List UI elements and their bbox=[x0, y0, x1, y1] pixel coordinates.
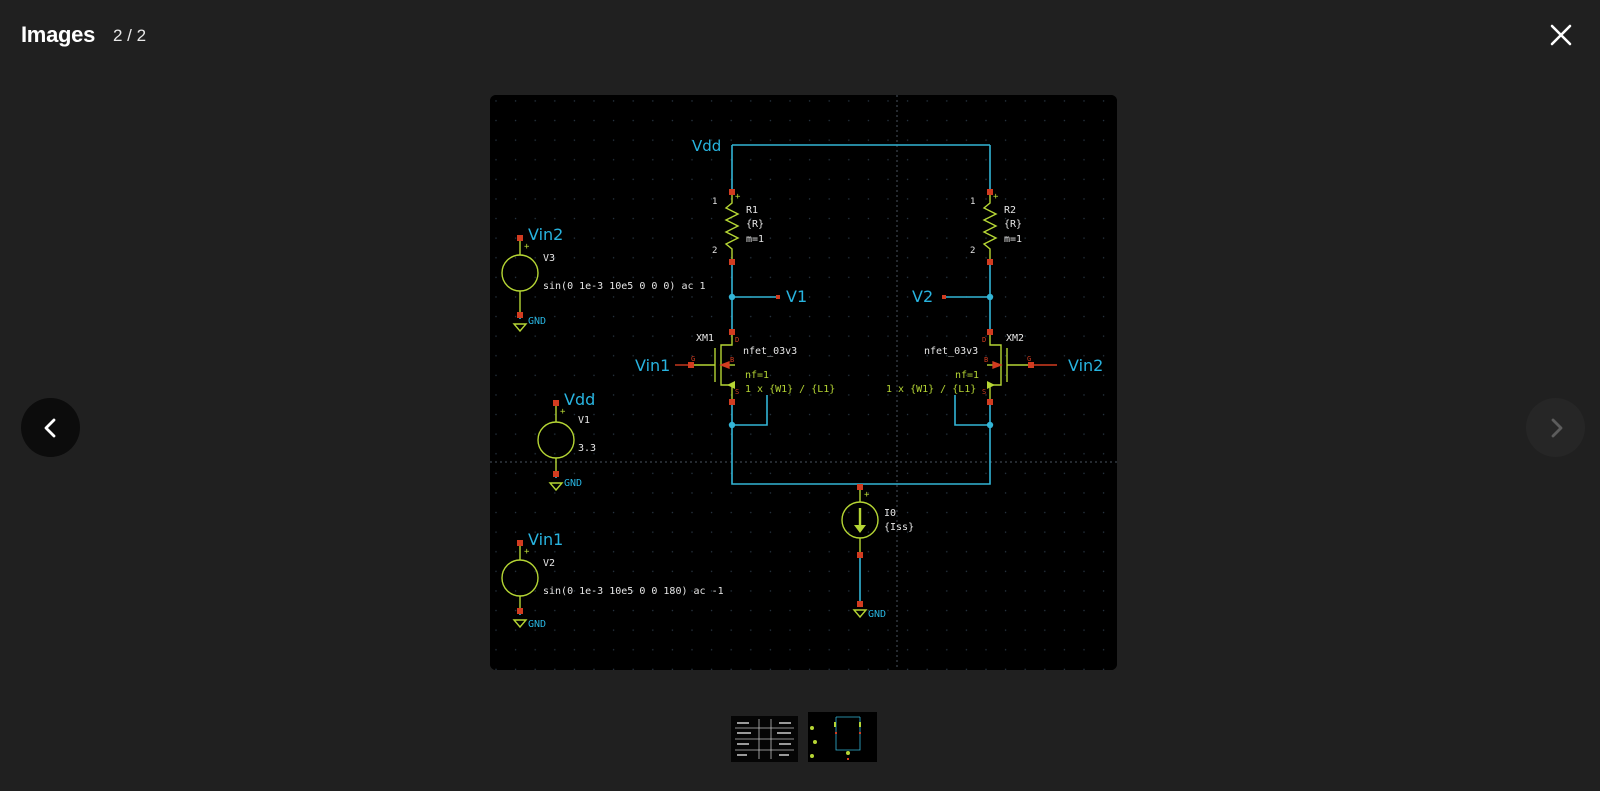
svg-text:+: + bbox=[524, 242, 530, 252]
label-vdd-source: Vdd bbox=[564, 390, 595, 409]
svg-text:+: + bbox=[735, 192, 741, 202]
label-vin2-source: Vin2 bbox=[528, 225, 563, 244]
svg-text:2: 2 bbox=[712, 246, 717, 256]
svg-text:G: G bbox=[691, 355, 695, 363]
svg-text:1 x {W1} / {L1}: 1 x {W1} / {L1} bbox=[745, 384, 835, 395]
image-counter: 2 / 2 bbox=[113, 26, 147, 45]
svg-text:2: 2 bbox=[970, 246, 975, 256]
svg-text:1: 1 bbox=[712, 197, 717, 207]
svg-text:nfet_03v3: nfet_03v3 bbox=[743, 346, 797, 357]
junctions bbox=[728, 293, 994, 429]
svg-text:sin(0 1e-3 10e5 0 0 0) ac 1: sin(0 1e-3 10e5 0 0 0) ac 1 bbox=[543, 281, 706, 292]
label-v2-source: V2 bbox=[543, 558, 555, 569]
close-button[interactable] bbox=[1546, 20, 1576, 50]
svg-text:3.3: 3.3 bbox=[578, 443, 596, 454]
chevron-right-icon bbox=[1551, 418, 1562, 437]
label-vin2-gate: Vin2 bbox=[1068, 356, 1103, 375]
thumbnail-2-image bbox=[808, 712, 877, 762]
thumbnail-2[interactable] bbox=[808, 712, 877, 762]
viewer-title: Images bbox=[21, 22, 96, 47]
thumbnail-strip bbox=[0, 712, 1600, 768]
svg-text:{R}: {R} bbox=[1004, 219, 1022, 230]
next-image-button[interactable] bbox=[1526, 398, 1585, 457]
label-net-v2: V2 bbox=[912, 287, 933, 306]
previous-image-button[interactable] bbox=[21, 398, 80, 457]
image-viewer: Vdd 1 2 + R1 {R} m=1 1 2 + R2 {R} m=1 V1… bbox=[490, 95, 1117, 670]
svg-text:GND: GND bbox=[528, 316, 546, 327]
svg-text:1 x {W1} / {L1}: 1 x {W1} / {L1} bbox=[886, 384, 976, 395]
label-r1: R1 bbox=[746, 205, 758, 216]
svg-text:+: + bbox=[560, 407, 566, 417]
svg-text:nf=1: nf=1 bbox=[745, 370, 769, 381]
svg-text:1: 1 bbox=[970, 197, 975, 207]
schematic-image: Vdd 1 2 + R1 {R} m=1 1 2 + R2 {R} m=1 V1… bbox=[490, 95, 1117, 670]
svg-text:sin(0 1e-3 10e5 0 0 180) ac -1: sin(0 1e-3 10e5 0 0 180) ac -1 bbox=[543, 586, 724, 597]
svg-text:GND: GND bbox=[564, 478, 582, 489]
pins bbox=[517, 189, 1034, 614]
svg-text:D: D bbox=[982, 336, 986, 344]
svg-text:{Iss}: {Iss} bbox=[884, 522, 914, 533]
label-i0: I0 bbox=[884, 508, 896, 519]
schematic-labels: Vdd 1 2 + R1 {R} m=1 1 2 + R2 {R} m=1 V1… bbox=[524, 137, 1103, 630]
label-xm1: XM1 bbox=[696, 333, 714, 344]
svg-text:B: B bbox=[984, 356, 988, 364]
label-vdd-top: Vdd bbox=[692, 137, 721, 155]
thumbnail-1[interactable] bbox=[731, 716, 798, 762]
svg-text:nf=1: nf=1 bbox=[955, 370, 979, 381]
svg-text:nfet_03v3: nfet_03v3 bbox=[924, 346, 978, 357]
thumbnail-1-image bbox=[731, 716, 798, 762]
label-v3: V3 bbox=[543, 253, 555, 264]
svg-text:D: D bbox=[735, 336, 739, 344]
svg-text:B: B bbox=[730, 356, 734, 364]
svg-text:GND: GND bbox=[868, 609, 886, 620]
close-icon bbox=[1550, 24, 1572, 46]
label-v1-source: V1 bbox=[578, 415, 590, 426]
svg-text:+: + bbox=[993, 192, 999, 202]
svg-text:GND: GND bbox=[528, 619, 546, 630]
svg-text:S: S bbox=[982, 388, 986, 396]
viewer-header: Images 2 / 2 bbox=[0, 0, 1600, 72]
svg-text:m=1: m=1 bbox=[746, 234, 764, 245]
label-vin1-gate: Vin1 bbox=[635, 356, 670, 375]
label-vin1-source: Vin1 bbox=[528, 530, 563, 549]
svg-text:{R}: {R} bbox=[746, 219, 764, 230]
svg-text:S: S bbox=[735, 388, 739, 396]
svg-text:G: G bbox=[1027, 355, 1031, 363]
label-xm2: XM2 bbox=[1006, 333, 1024, 344]
label-net-v1: V1 bbox=[786, 287, 807, 306]
svg-text:+: + bbox=[524, 547, 530, 557]
svg-text:m=1: m=1 bbox=[1004, 234, 1022, 245]
label-r2: R2 bbox=[1004, 205, 1016, 216]
chevron-left-icon bbox=[44, 418, 55, 437]
svg-text:+: + bbox=[864, 490, 870, 500]
